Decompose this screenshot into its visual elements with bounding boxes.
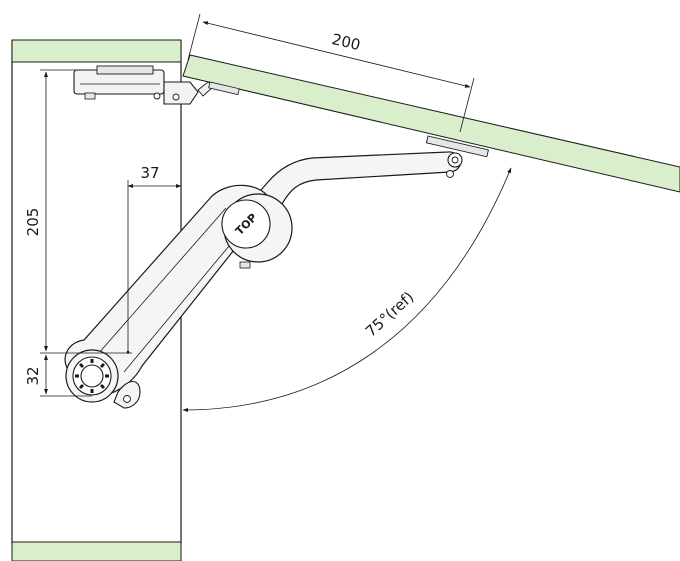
top-shelf <box>11 39 182 63</box>
top-mounting-bracket <box>73 65 240 105</box>
dimension-75-label: 75°(ref) <box>362 288 418 341</box>
dimension-vertical-height: 205 <box>24 69 132 354</box>
cabinet-side-panel <box>11 39 182 561</box>
cartridge-tab <box>113 380 141 409</box>
dimension-horizontal-offset: 37 <box>126 164 182 354</box>
central-hub: TOP <box>221 193 293 269</box>
dimension-37-label: 37 <box>140 164 159 182</box>
spring-cartridge <box>65 349 141 409</box>
dimension-lid-length: 200 <box>187 13 475 133</box>
dimension-32-label: 32 <box>24 366 42 385</box>
dimension-pivot-height: 32 <box>24 354 92 397</box>
dimension-205-label: 205 <box>24 208 42 237</box>
lid-flap <box>182 54 680 193</box>
bottom-shelf <box>11 541 182 561</box>
lid-mounting-bracket <box>425 135 489 158</box>
dimension-200-label: 200 <box>330 30 362 54</box>
